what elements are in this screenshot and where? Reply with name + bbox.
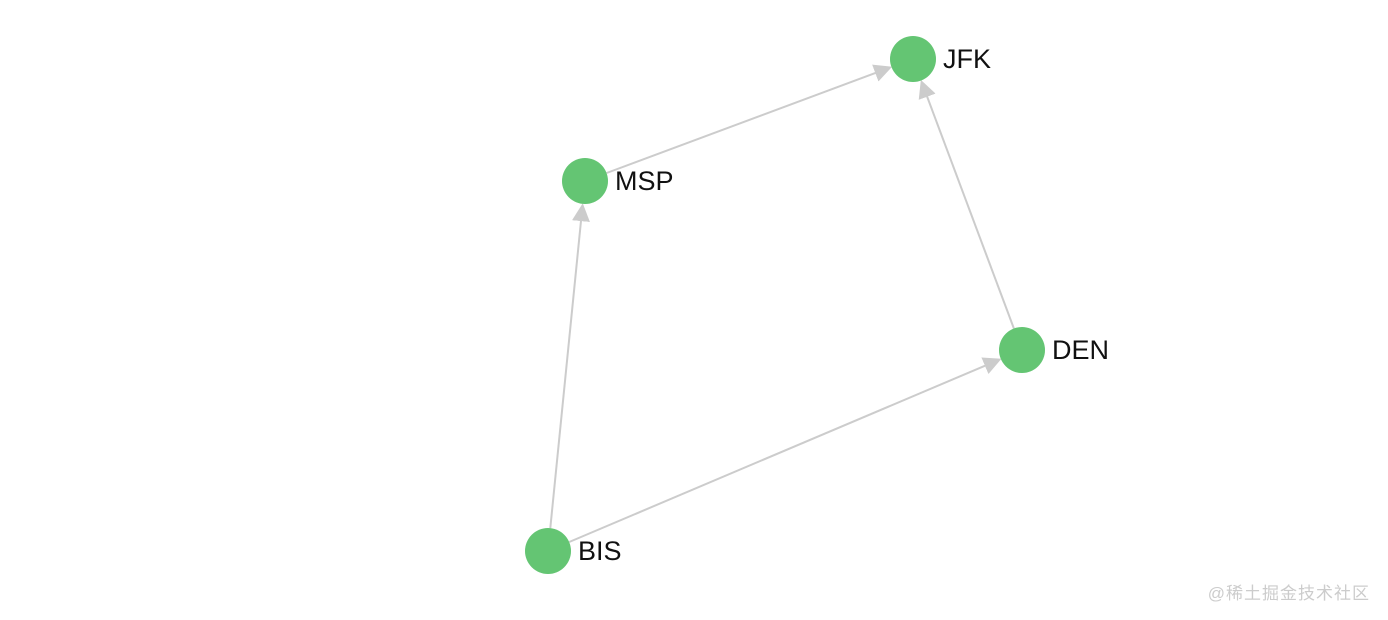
node-BIS[interactable]: BIS	[525, 528, 622, 574]
node-circle-MSP[interactable]	[562, 158, 608, 204]
edge-BIS-DEN[interactable]	[568, 357, 1002, 543]
node-JFK[interactable]: JFK	[890, 36, 991, 82]
edges-layer	[549, 64, 1015, 543]
node-label-MSP: MSP	[615, 166, 674, 196]
edge-MSP-JFK[interactable]	[606, 64, 893, 174]
node-circle-DEN[interactable]	[999, 327, 1045, 373]
node-label-BIS: BIS	[578, 536, 622, 566]
nodes-layer: JFK MSP DEN BIS	[525, 36, 1109, 574]
node-circle-JFK[interactable]	[890, 36, 936, 82]
node-label-DEN: DEN	[1052, 335, 1109, 365]
node-label-JFK: JFK	[943, 44, 991, 74]
node-MSP[interactable]: MSP	[562, 158, 674, 204]
edge-DEN-JFK[interactable]	[918, 79, 1015, 329]
edge-BIS-MSP[interactable]	[549, 203, 590, 529]
node-DEN[interactable]: DEN	[999, 327, 1109, 373]
node-circle-BIS[interactable]	[525, 528, 571, 574]
